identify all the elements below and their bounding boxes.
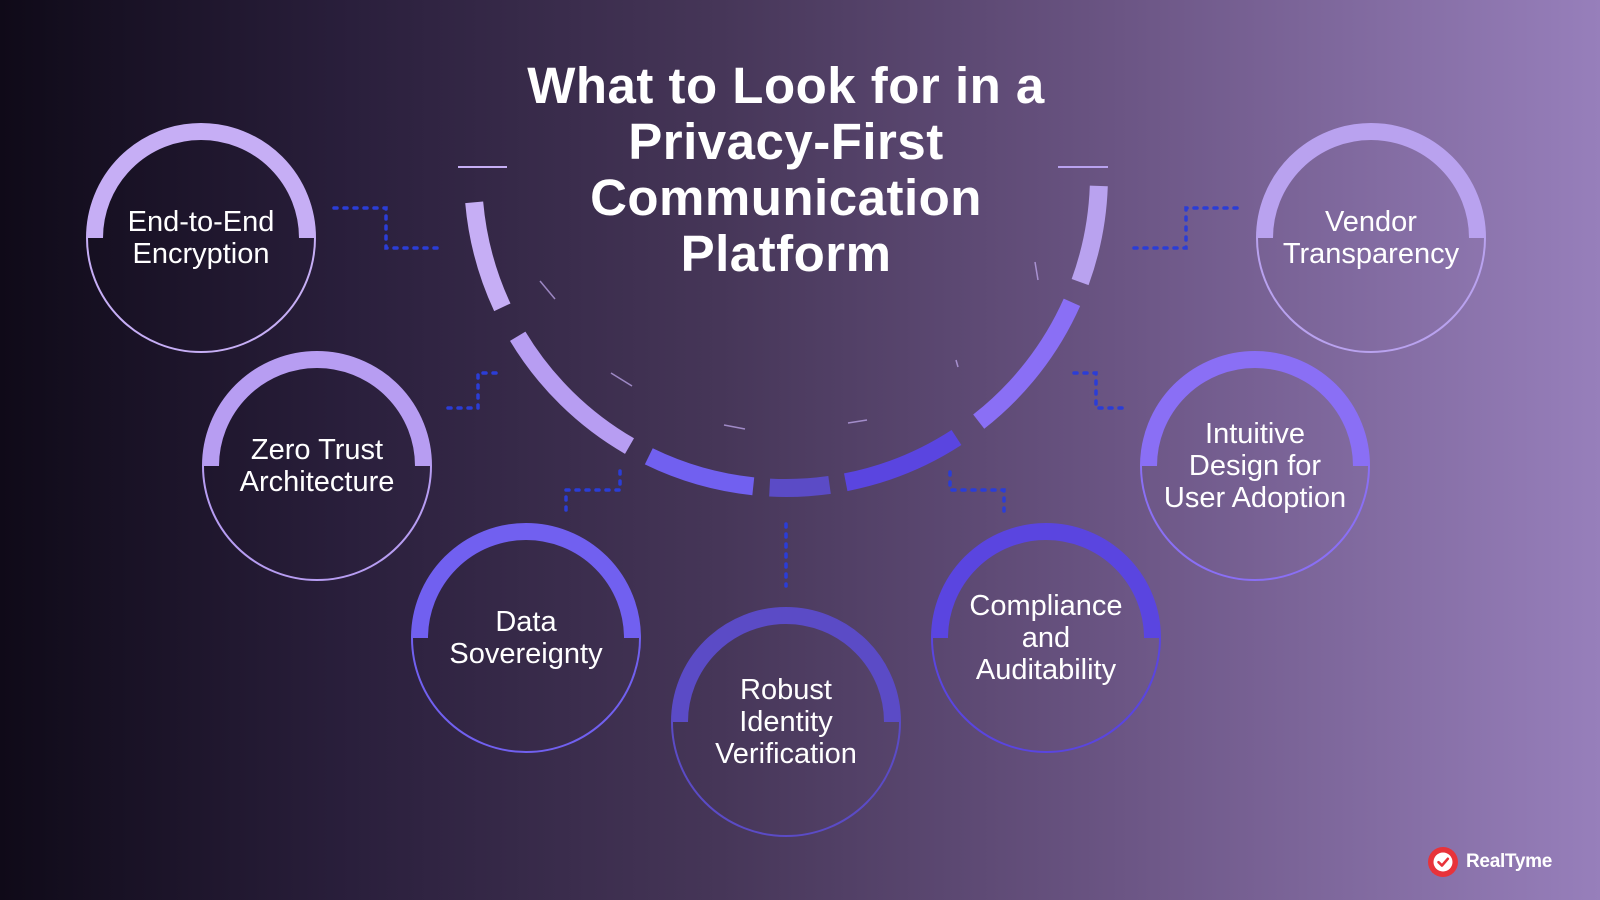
hub-arrow [847,419,868,424]
title-line-1: What to Look for in a [527,57,1045,114]
title-line-3: Communication [590,169,982,226]
ring-arc [1257,124,1485,239]
ring-arc [672,608,900,723]
node-ring [202,351,432,581]
hub-segment [973,298,1081,429]
ring-arc [932,524,1160,639]
node-ring [86,123,316,353]
hub-segment [465,201,511,312]
connector-line [564,468,622,512]
node-label: End-to-End Encryption [127,206,275,270]
node-data-sovereignty: Data Sovereignty [409,521,643,755]
node-ring [411,523,641,753]
hub-segment [509,331,634,454]
node-label: Compliance and Auditability [969,590,1123,686]
node-robust-identity-verification: Robust Identity Verification [669,605,903,839]
title-line-4: Platform [680,225,892,282]
brand-name: RealTyme [1466,851,1552,872]
node-intuitive-design: Intuitive Design for User Adoption [1138,349,1372,583]
hub-segment [644,448,755,496]
node-end-to-end-encryption: End-to-End Encryption [84,121,318,355]
connector-line [948,470,1006,514]
ring-arc [1141,352,1369,467]
node-zero-trust-architecture: Zero Trust Architecture [200,349,434,583]
node-vendor-transparency: Vendor Transparency [1254,121,1488,355]
node-ring [931,523,1161,753]
node-label: Vendor Transparency [1282,206,1460,270]
hub-arrow [610,372,633,387]
hub-segment [1071,185,1108,286]
hub-arrow [1034,261,1039,281]
brand-logo: RealTyme [1426,845,1552,879]
ring-arc [412,524,640,639]
chat-bubble-check-icon [1428,847,1458,877]
node-label: Data Sovereignty [449,606,603,670]
hub-arrow [955,359,959,368]
node-ring [1256,123,1486,353]
title-line-2: Privacy-First [628,113,944,170]
page-title: What to Look for in a Privacy-First Comm… [486,58,1086,282]
connector-line [1132,206,1240,250]
hub-arrow [539,280,556,300]
ring-arc [203,352,431,467]
node-label: Robust Identity Verification [715,674,857,770]
node-ring [671,607,901,837]
node-ring [1140,351,1370,581]
ring-arc [87,124,315,239]
connector-line [1072,371,1128,410]
hub-segment [769,476,831,498]
connector-line [332,206,440,250]
node-label: Zero Trust Architecture [239,434,395,498]
hub-arrow [723,424,746,430]
node-label: Intuitive Design for User Adoption [1163,418,1347,514]
node-compliance-and-auditability: Compliance and Auditability [929,521,1163,755]
hub-segment [844,429,962,492]
